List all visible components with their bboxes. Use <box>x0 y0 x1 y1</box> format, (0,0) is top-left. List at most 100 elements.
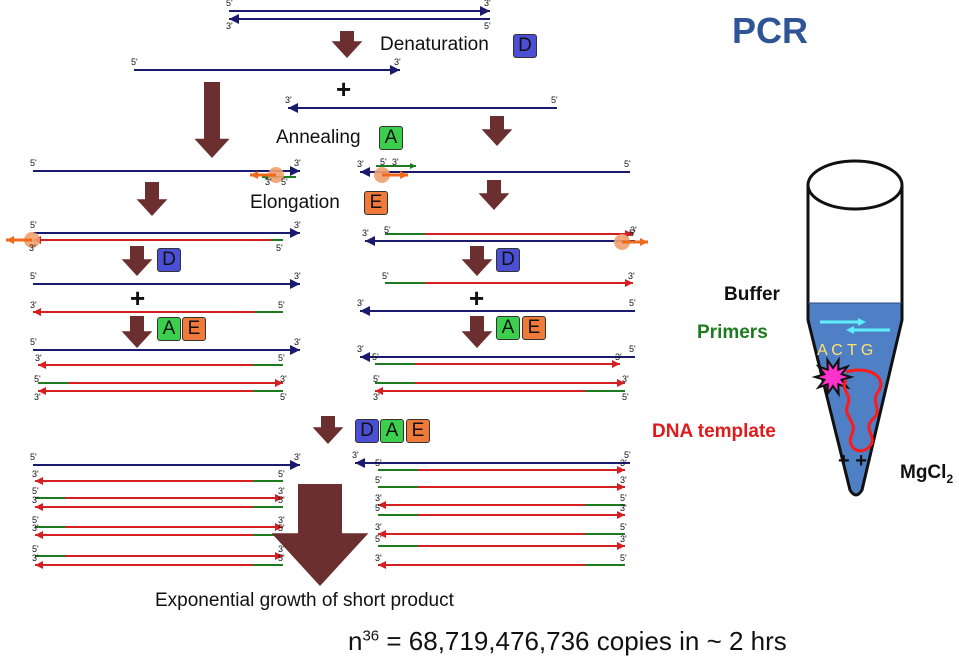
page-title: PCR <box>732 10 809 51</box>
formula-text: = 68,719,476,736 copies in ~ 2 hrs <box>379 626 787 656</box>
strand-arrowhead <box>290 166 300 176</box>
strand-arrowhead <box>846 326 854 334</box>
strand-end-label: 3' <box>622 374 629 384</box>
strand-end-label: 3' <box>620 503 627 513</box>
strand-arrowhead <box>378 501 386 509</box>
strand-arrowhead <box>355 458 365 468</box>
badge-e: E <box>364 191 388 215</box>
down-arrow <box>312 416 344 444</box>
strand-end-label: 3' <box>34 392 41 402</box>
strand-end-label: 3' <box>628 271 635 281</box>
strand-end-label: 5' <box>375 458 382 468</box>
strand-end-label: 5' <box>276 243 283 253</box>
badge-a: A <box>157 317 181 341</box>
down-arrow <box>121 316 153 348</box>
down-arrow <box>481 116 513 146</box>
strand-end-label: 3' <box>226 21 233 31</box>
strand-arrowhead <box>290 228 300 238</box>
strand-arrowhead <box>617 379 625 387</box>
strand-end-label: 5' <box>131 57 138 67</box>
strand-arrowhead <box>33 308 41 316</box>
strand-end-label: 5' <box>372 352 379 362</box>
strand-end-label: 3' <box>285 95 292 105</box>
formula-base: n <box>348 626 363 656</box>
mgcl2-label: MgCl2 <box>900 462 953 486</box>
strand-end-label: 5' <box>30 220 37 230</box>
strand-end-label: 5' <box>375 534 382 544</box>
strand-arrowhead <box>400 171 408 179</box>
strand-arrowhead <box>617 466 625 474</box>
strand-end-label: 3' <box>265 177 272 187</box>
down-arrow <box>121 246 153 276</box>
strand-end-label: 5' <box>373 374 380 384</box>
strand-arrowhead <box>6 236 14 244</box>
step-elongation-label: Elongation <box>250 192 340 213</box>
strand-end-label: 5' <box>32 515 39 525</box>
badge-d: D <box>496 248 520 272</box>
strand-arrowhead <box>378 530 386 538</box>
badge-d: D <box>355 419 379 443</box>
strand-arrowhead <box>640 238 648 246</box>
strand-arrowhead <box>360 352 370 362</box>
strand-end-label: 3' <box>278 544 285 554</box>
strand-end-label: 5' <box>624 450 631 460</box>
mgcl-subscript: 2 <box>946 471 954 486</box>
strand-end-label: 5' <box>629 298 636 308</box>
strand-end-label: 3' <box>32 553 39 563</box>
buffer-label: Buffer <box>724 284 780 305</box>
strand-arrowhead <box>612 360 620 368</box>
nucleotides-label: A C T G <box>817 342 874 359</box>
strand-end-label: 3' <box>375 522 382 532</box>
dntp-burst-icon <box>811 356 855 398</box>
strand-end-label: 5' <box>624 159 631 169</box>
strand-end-label: 3' <box>29 243 36 253</box>
strand-end-label: 3' <box>278 515 285 525</box>
step-denaturation-label: Denaturation <box>380 34 489 55</box>
strand-arrowhead <box>290 345 300 355</box>
strand-end-label: 5' <box>278 495 285 505</box>
badge-a: A <box>496 316 520 340</box>
badge-a: A <box>380 419 404 443</box>
strand-arrowhead <box>290 460 300 470</box>
strand-arrowhead <box>858 318 866 326</box>
strand-end-label: 5' <box>375 503 382 513</box>
strand-arrowhead <box>480 6 490 16</box>
strand-end-label: 5' <box>278 353 285 363</box>
strand-arrowhead <box>360 167 370 177</box>
mgcl-text: MgCl <box>900 462 947 483</box>
step-annealing-label: Annealing <box>276 127 361 148</box>
strand-end-label: 5' <box>278 553 285 563</box>
down-arrow <box>271 484 369 586</box>
down-arrow <box>136 182 168 216</box>
strand-end-label: 3' <box>620 475 627 485</box>
process-arrows <box>121 31 513 586</box>
copies-formula: n36 = 68,719,476,736 copies in ~ 2 hrs <box>348 626 787 657</box>
strand-end-label: 3' <box>357 344 364 354</box>
strand-end-label: 5' <box>384 225 391 235</box>
strand-end-label: 3' <box>630 225 637 235</box>
badge-e: E <box>406 419 430 443</box>
strand-end-label: 3' <box>375 553 382 563</box>
strand-end-label: 3' <box>35 353 42 363</box>
strand-end-label: 3' <box>394 57 401 67</box>
strand-arrowhead <box>360 306 370 316</box>
strand-end-label: 5' <box>281 177 288 187</box>
dna-template-label: DNA template <box>652 421 776 442</box>
dna-strands <box>6 6 648 569</box>
strand-arrowhead <box>229 14 239 24</box>
strand-end-label: 5' <box>484 21 491 31</box>
strand-arrowhead <box>288 103 298 113</box>
strand-arrowhead <box>35 531 43 539</box>
primers-label: Primers <box>697 322 768 343</box>
strand-end-label: 5' <box>629 344 636 354</box>
strand-arrowhead <box>275 523 283 531</box>
badge-d: D <box>157 248 181 272</box>
strand-arrowhead <box>390 65 400 75</box>
strand-end-label: 3' <box>280 374 287 384</box>
strand-arrowhead <box>35 477 43 485</box>
strand-end-label: 5' <box>622 392 629 402</box>
strand-end-label: 3' <box>375 493 382 503</box>
strand-end-label: 3' <box>362 228 369 238</box>
strand-end-label: 3' <box>357 159 364 169</box>
strand-end-label: 5' <box>30 452 37 462</box>
